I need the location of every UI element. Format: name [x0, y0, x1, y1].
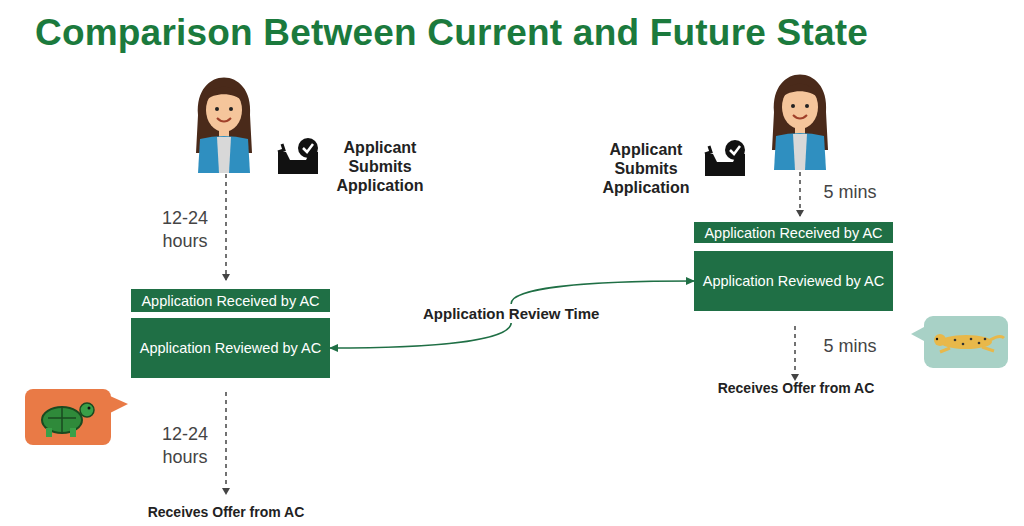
review-connector	[330, 281, 694, 348]
node-text: Application Reviewed by AC	[703, 273, 884, 289]
cheetah-callout	[911, 316, 1008, 368]
outcome-label: Receives Offer from AC	[126, 504, 326, 521]
dashed-leader	[225, 392, 227, 494]
duration-label: 5 mins	[818, 335, 882, 358]
diagram-title: Comparison Between Current and Future St…	[35, 12, 868, 54]
duration-label: 12-24 hours	[150, 423, 220, 469]
step-label: Applicant Submits Application	[596, 140, 696, 197]
applicant-figure	[196, 78, 252, 174]
step-label: Applicant Submits Application	[330, 138, 430, 195]
status-band: Application Received by AC	[694, 222, 893, 243]
duration-label: 5 mins	[818, 181, 882, 204]
duration-label: 12-24 hours	[150, 207, 220, 253]
node-text: Application Received by AC	[704, 225, 882, 241]
turtle-callout	[25, 389, 128, 445]
dashed-leader	[799, 172, 801, 216]
dashed-leader	[794, 326, 796, 380]
applicant-figure	[772, 75, 828, 171]
outcome-label: Receives Offer from AC	[696, 380, 896, 397]
inbox-icon	[705, 140, 745, 176]
dashed-leader	[225, 174, 227, 280]
process-box: Application Reviewed by AC	[131, 318, 330, 378]
node-text: Application Reviewed by AC	[140, 340, 321, 356]
connector-label: Application Review Time	[419, 304, 603, 323]
node-text: Application Received by AC	[141, 293, 319, 309]
process-box: Application Reviewed by AC	[694, 251, 893, 311]
inbox-icon	[278, 138, 318, 174]
status-band: Application Received by AC	[131, 289, 330, 312]
